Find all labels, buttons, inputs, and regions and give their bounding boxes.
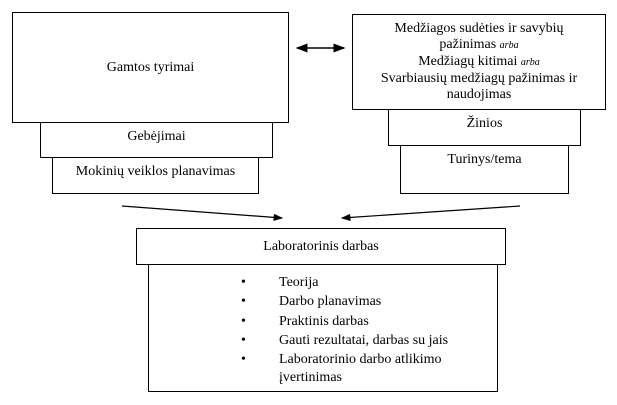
box-label: Žinios — [466, 116, 503, 131]
lab-list-box: •Teorija •Darbo planavimas •Praktinis da… — [148, 264, 498, 392]
line: pažinimas arba — [439, 37, 519, 52]
list-item: •Gauti rezultatai, darbas su jais — [241, 333, 449, 348]
gamtos-tyrimai-box: Gamtos tyrimai — [12, 12, 289, 123]
list-item: •Teorija — [241, 275, 319, 290]
medziagos-box: Medžiagos sudėties ir savybių pažinimas … — [352, 14, 606, 110]
box-label: Mokinių veiklos planavimas — [75, 164, 236, 179]
arrow-left-to-lab — [121, 205, 284, 221]
line: Medžiagų kitimai arba — [418, 54, 540, 69]
box-label: Gamtos tyrimai — [106, 59, 195, 75]
arrow-right-to-lab — [340, 205, 521, 222]
turinys-box: Turinys/tema — [400, 145, 569, 194]
zinios-box: Žinios — [388, 109, 581, 146]
line: Svarbiausių medžiagų pažinimas ir — [380, 71, 578, 86]
laboratorinis-darbas-box: Laboratorinis darbas — [136, 228, 506, 265]
box-label: Turinys/tema — [447, 152, 522, 167]
line: Medžiagos sudėties ir savybių — [394, 21, 564, 36]
line: naudojimas — [446, 87, 512, 102]
box-label: Laboratorinis darbas — [263, 238, 379, 254]
list-item: •Darbo planavimas — [241, 294, 382, 309]
gebejimai-box: Gebėjimai — [40, 122, 273, 158]
list-item: •Praktinis darbas — [241, 314, 369, 329]
mokiniu-veikla-box: Mokinių veiklos planavimas — [52, 157, 259, 194]
box-label: Gebėjimai — [127, 129, 186, 144]
